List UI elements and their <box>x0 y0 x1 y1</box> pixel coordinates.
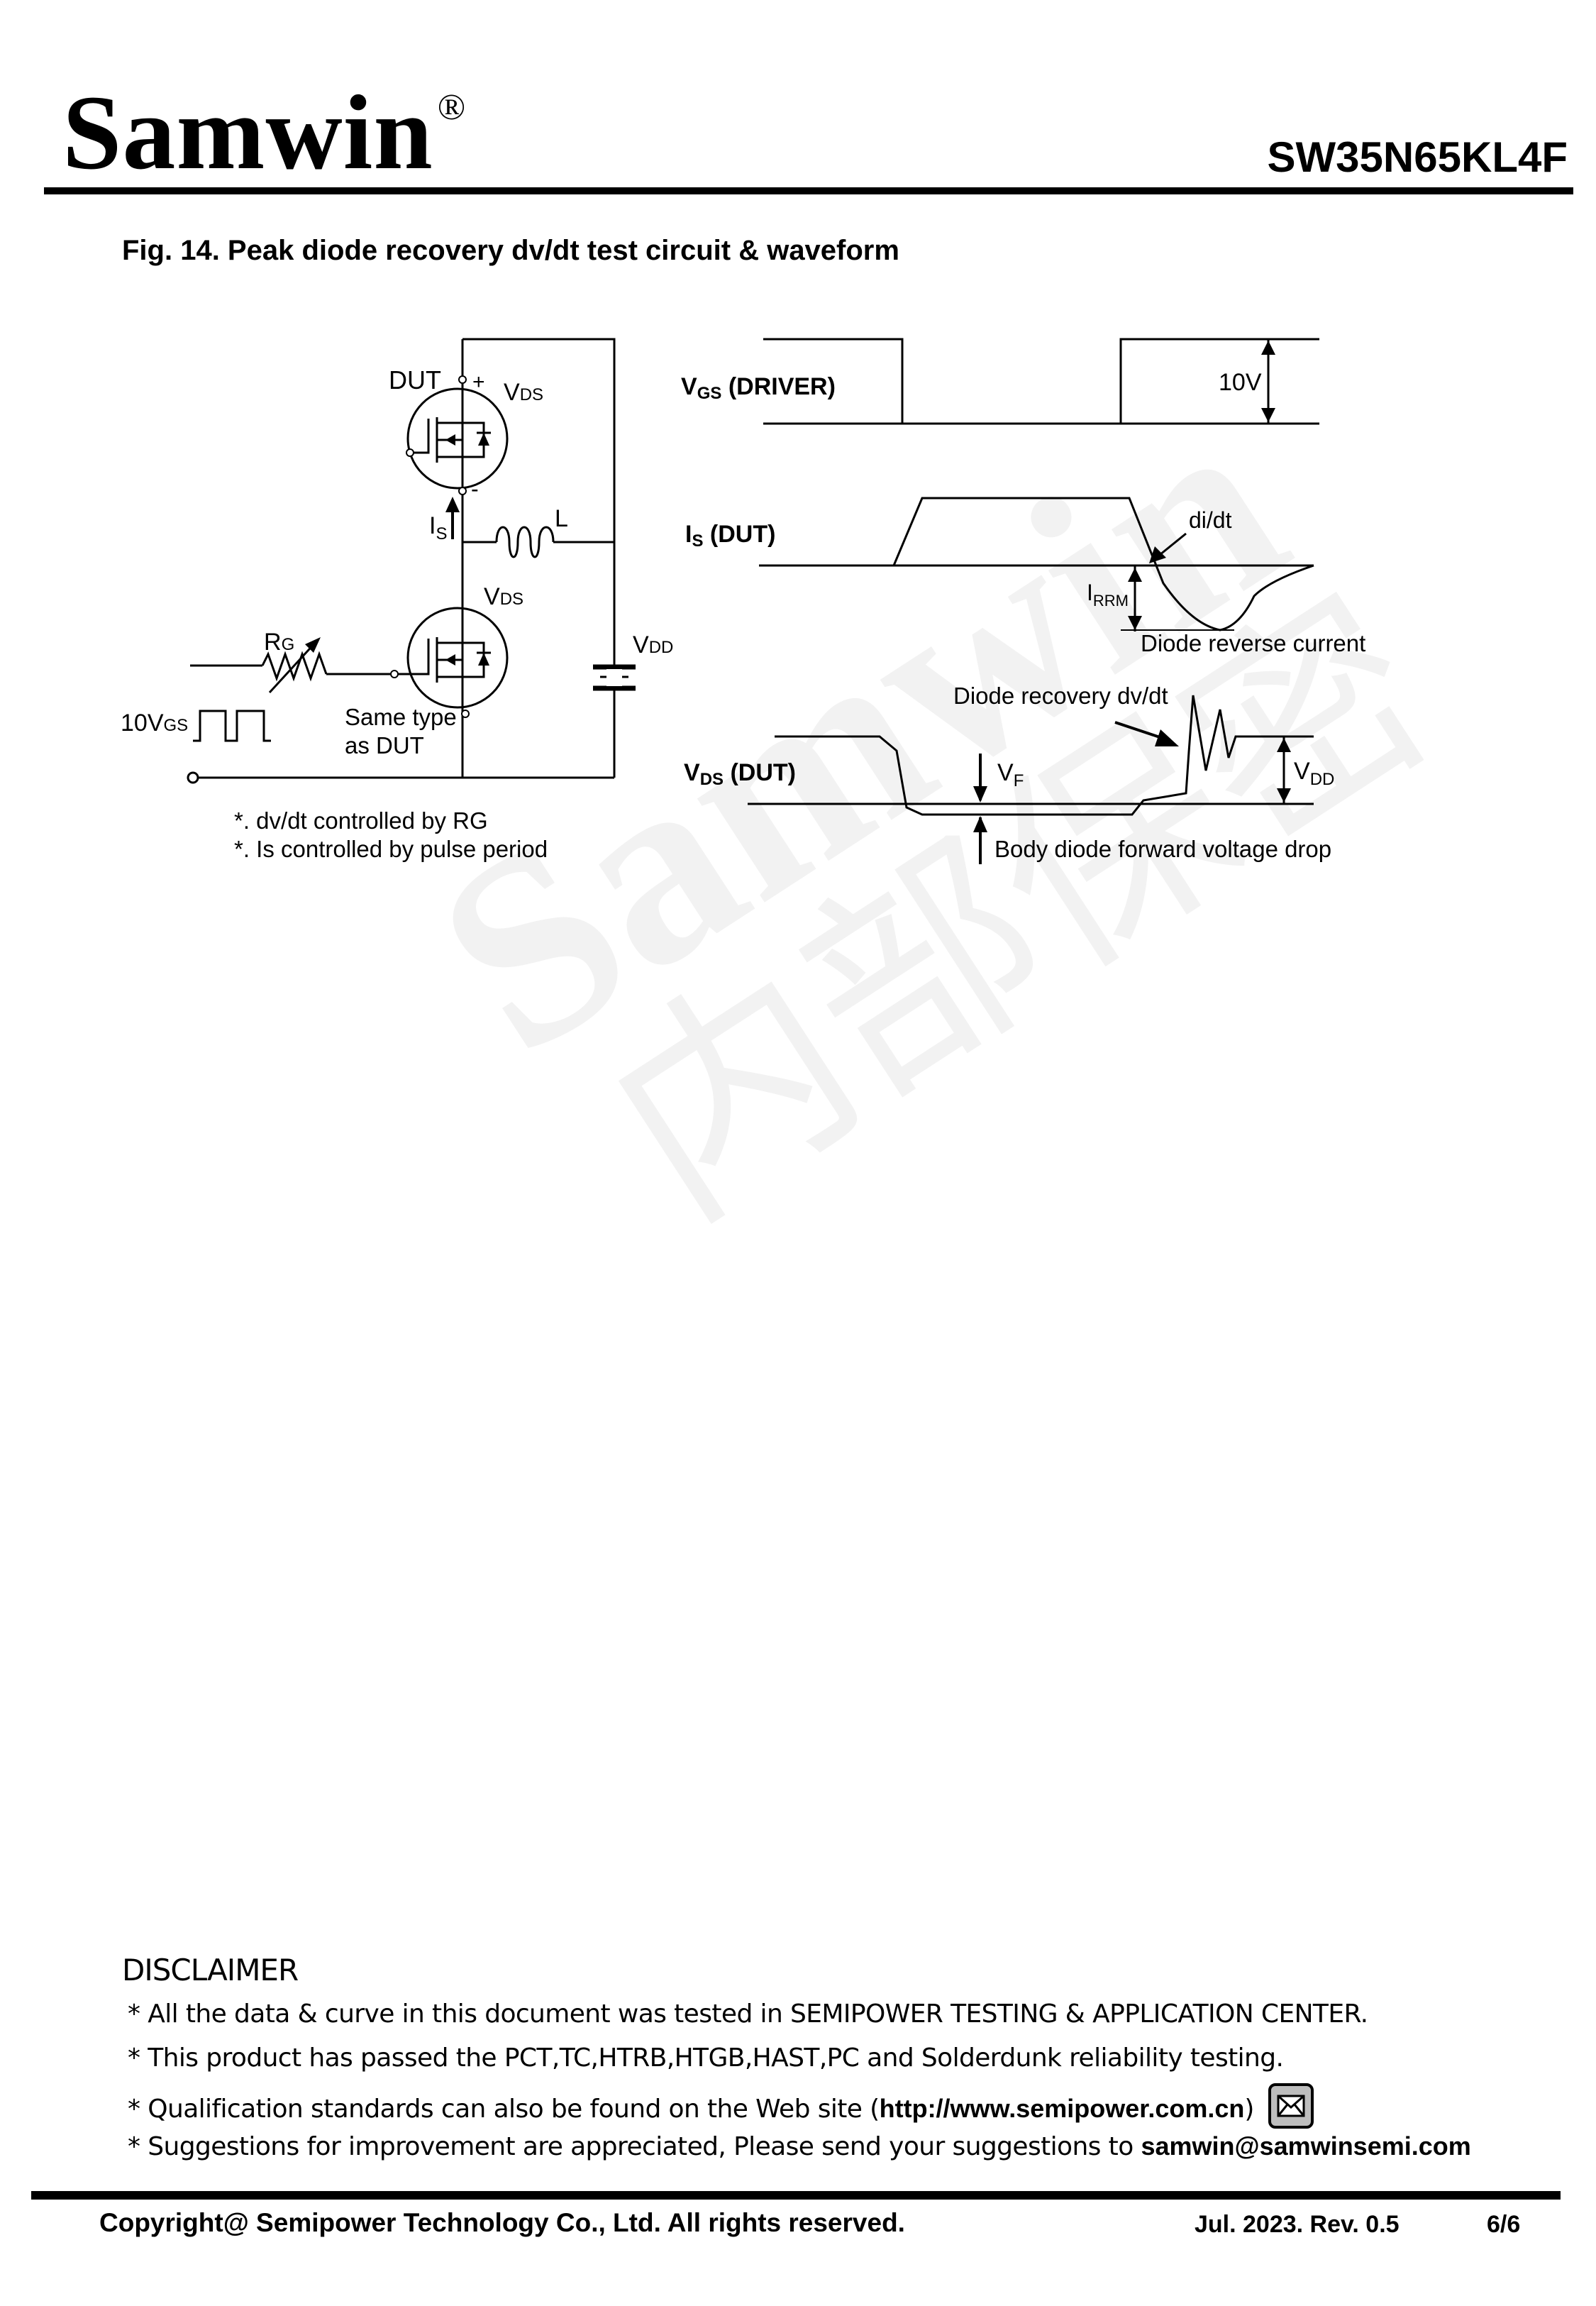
brand-logo: Samwin® <box>62 79 466 186</box>
irrm-arrow-down-icon <box>1128 616 1142 630</box>
rg-label: RG <box>264 629 294 656</box>
irrm-arrow-up-icon <box>1128 568 1142 582</box>
minus-label: - <box>471 476 479 502</box>
dut-vds-label: VDS <box>504 379 543 406</box>
plus-label: + <box>472 370 485 394</box>
is-label: IS <box>429 512 447 544</box>
vdd-arrow-up-icon <box>1277 738 1291 752</box>
low-side-vds-label: VDS <box>484 583 523 610</box>
as-dut-label: as DUT <box>345 732 424 758</box>
disclaimer-line-1: * All the data & curve in this document … <box>128 1999 1368 2029</box>
disclaimer-line-3: * Qualification standards can also be fo… <box>128 2083 1314 2133</box>
part-number: SW35N65KL4F <box>1267 133 1568 181</box>
drive-voltage-label: 10VGS <box>121 710 188 737</box>
vgs-arrow-up-icon <box>1261 341 1275 355</box>
vdd-wave-label: VDD <box>1294 758 1334 789</box>
email-link[interactable]: samwin@samwinsemi.com <box>1141 2131 1471 2161</box>
envelope-icon[interactable] <box>1268 2083 1314 2129</box>
vds-dut-label: VDS (DUT) <box>684 759 796 789</box>
vgs-arrow-down-icon <box>1261 408 1275 422</box>
inductor-label: L <box>555 505 568 532</box>
same-type-label: Same type <box>345 704 457 730</box>
low-side-mosfet-icon <box>390 607 509 710</box>
figure-title: Fig. 14. Peak diode recovery dv/dt test … <box>122 235 899 266</box>
didt-arrow-icon <box>1149 546 1166 563</box>
dut-label: DUT <box>389 365 441 395</box>
vf-arrow-down-icon <box>973 786 987 802</box>
ten-volt-label: 10V <box>1219 369 1262 396</box>
battery-icon <box>593 664 636 691</box>
reverse-current-label: Diode reverse current <box>1141 630 1365 656</box>
low-side-terminal <box>461 710 470 718</box>
recovery-arrow-icon <box>1155 729 1179 746</box>
vdd-arrow-down-icon <box>1277 788 1291 802</box>
vf-label: VF <box>997 759 1024 790</box>
recovery-dvdt-label: Diode recovery dv/dt <box>953 683 1168 709</box>
vgs-driver-label: VGS (DRIVER) <box>681 373 836 403</box>
variable-resistor-icon <box>261 637 328 694</box>
header-rule <box>44 187 1573 194</box>
copyright: Copyright@ Semipower Technology Co., Ltd… <box>99 2208 905 2237</box>
disclaimer-title: DISCLAIMER <box>122 1953 299 1987</box>
vdd-label: VDD <box>633 631 673 658</box>
page-number: 6/6 <box>1487 2211 1521 2238</box>
date-revision: Jul. 2023. Rev. 0.5 <box>1195 2211 1400 2238</box>
note-is: *. Is controlled by pulse period <box>234 836 548 862</box>
irrm-label: IRRM <box>1087 580 1129 609</box>
dut-terminal-top <box>458 375 467 384</box>
footer-rule <box>31 2191 1561 2200</box>
inductor-icon <box>495 526 555 558</box>
drive-terminal-low <box>187 771 199 784</box>
forward-drop-label: Body diode forward voltage drop <box>994 836 1331 862</box>
note-dvdt: *. dv/dt controlled by RG <box>234 807 488 834</box>
is-dut-label: IS (DUT) <box>685 521 775 551</box>
website-link[interactable]: http://www.semipower.com.cn <box>879 2094 1245 2123</box>
vds-waveform <box>748 695 1314 816</box>
dut-mosfet-icon <box>406 387 509 490</box>
vf-arrow-up-icon <box>973 816 987 832</box>
is-waveform <box>759 497 1314 631</box>
registered-mark: ® <box>437 87 467 128</box>
dut-terminal-bottom <box>458 487 467 495</box>
brand-name: Samwin <box>62 74 433 192</box>
disclaimer-line-4: * Suggestions for improvement are apprec… <box>128 2131 1471 2161</box>
didt-label: di/dt <box>1189 507 1232 533</box>
figure-diagram: DUT + - VDS IS L VDS RG VDD 10VGS Same t… <box>121 338 1365 864</box>
disclaimer-line-2: * This product has passed the PCT,TC,HTR… <box>128 2043 1284 2073</box>
current-arrow-icon <box>445 497 460 539</box>
